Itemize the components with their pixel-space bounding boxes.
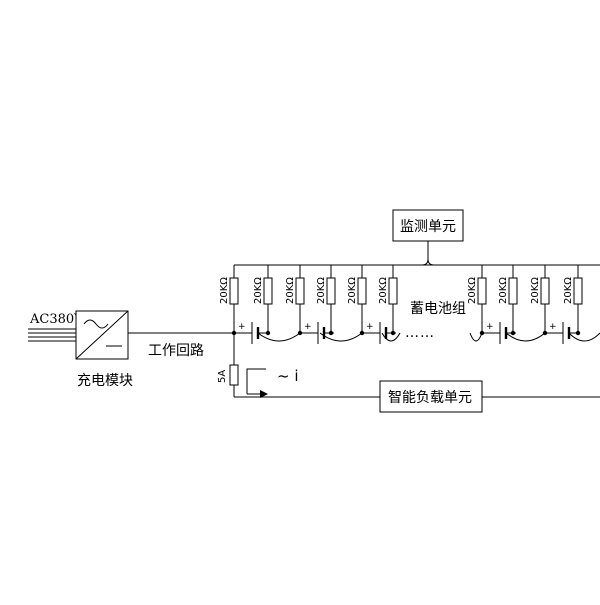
polarity-plus-label: + <box>304 322 312 332</box>
resistor-label: 20KΩ <box>285 277 296 304</box>
monitor-bus-tap <box>421 241 435 266</box>
charger-label: 充电模块 <box>77 373 133 389</box>
fuse <box>229 364 239 386</box>
resistor-label: 20KΩ <box>378 277 389 304</box>
work-circuit-label: 工作回路 <box>148 343 204 359</box>
resistor-label: 20KΩ <box>467 277 478 304</box>
battery-cell: + <box>234 322 268 344</box>
polarity-plus-label: + <box>549 322 557 332</box>
resistor-2: 20KΩ <box>253 265 273 333</box>
current-label: ~ i <box>277 367 299 385</box>
resistor-label: 20KΩ <box>563 277 574 304</box>
resistor-6: 20KΩ <box>378 265 398 333</box>
resistor-8: 20KΩ <box>498 265 518 333</box>
cell-sense-wires <box>257 332 600 342</box>
smart-load-label: 智能负载单元 <box>388 390 472 406</box>
ellipsis-label: …… <box>405 325 435 341</box>
junction-dots <box>231 330 581 336</box>
smart-load-box <box>379 380 483 413</box>
resistor-label: 20KΩ <box>530 277 541 304</box>
polarity-plus-label: + <box>486 322 494 332</box>
ac-input-wires <box>28 328 76 342</box>
resistor-10: 20KΩ <box>563 265 583 333</box>
resistor-9: 20KΩ <box>530 265 550 333</box>
monitor-unit-label: 监测单元 <box>400 219 456 235</box>
resistor-3: 20KΩ <box>285 265 305 333</box>
resistor-1: 20KΩ <box>219 265 239 333</box>
ac-wave-icon <box>83 319 109 329</box>
resistor-4: 20KΩ <box>316 265 336 333</box>
resistor-7: 20KΩ <box>467 265 487 333</box>
resistor-label: 20KΩ <box>219 277 230 304</box>
resistor-label: 20KΩ <box>347 277 358 304</box>
battery-cell: + <box>545 322 579 344</box>
resistor-label: 20KΩ <box>316 277 327 304</box>
ac-input-label: AC380V <box>29 312 84 327</box>
resistor-5: 20KΩ <box>347 265 367 333</box>
battery-group-label: 蓄电池组 <box>410 301 466 317</box>
polarity-plus-label: + <box>366 322 374 332</box>
resistor-label: 20KΩ <box>253 277 264 304</box>
charger-module <box>75 310 129 360</box>
polarity-plus-label: + <box>238 322 246 332</box>
current-arrow-icon <box>246 368 266 394</box>
resistor-array: 20KΩ 20KΩ 20KΩ 20KΩ 20KΩ 20KΩ 20KΩ 20KΩ 20KΩ 20KΩ <box>219 265 583 333</box>
fuse-label: 5A <box>217 370 228 383</box>
resistor-label: 20KΩ <box>498 277 509 304</box>
